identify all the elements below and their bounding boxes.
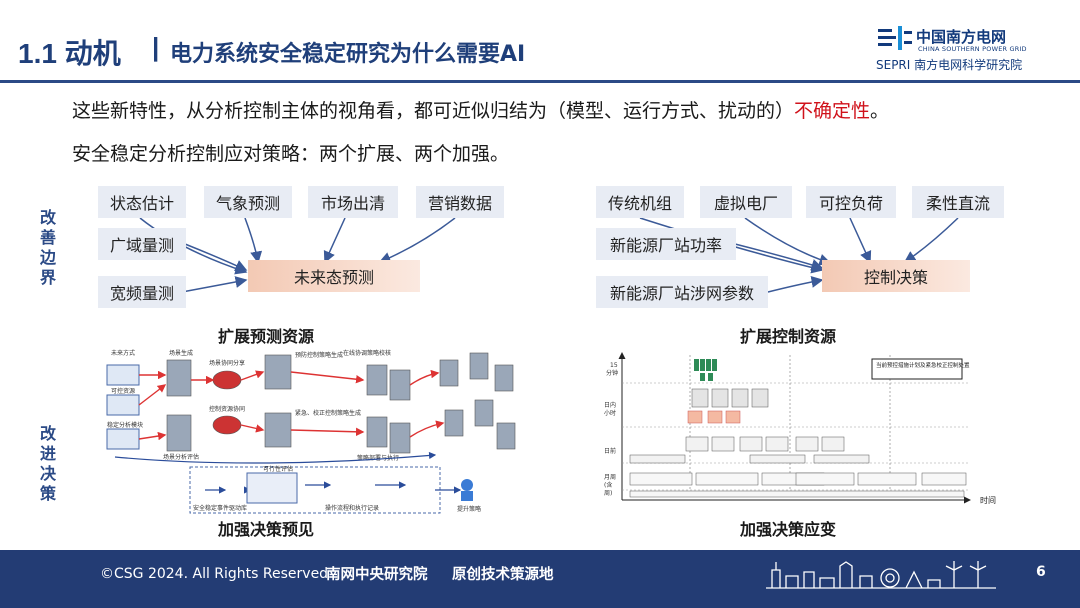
caption-extend-prediction: 扩展预测资源 <box>218 327 315 346</box>
ax-week3: 周) <box>604 490 612 497</box>
box-traditional-units: 传统机组 <box>596 186 684 218</box>
csg-logo-icon <box>878 26 912 50</box>
caption-enhance-response: 加强决策应变 <box>740 520 837 539</box>
dg-final: 提升策略 <box>457 505 481 513</box>
dg-control: 可控资源 <box>111 387 135 395</box>
intro-line-1-text: 这些新特性，从分析控制主体的视角看，都可近似归结为（模型、运行方式、扰动的） <box>72 100 795 122</box>
dg-eval: 可行性评估 <box>263 465 293 473</box>
box-weather-forecast: 气象预测 <box>204 186 292 218</box>
header-divider <box>0 80 1080 83</box>
intro-highlight: 不确定性 <box>794 100 871 122</box>
box-virtual-power-plant: 虚拟电厂 <box>700 186 792 218</box>
ax-15: 15 <box>610 362 618 369</box>
diagram-routers <box>212 370 242 435</box>
box-wide-area-measurement: 广域量测 <box>98 228 186 260</box>
box-future-state-prediction: 未来态预测 <box>248 260 420 292</box>
title-separator: | <box>152 32 160 62</box>
ax-daily: 日前 <box>604 447 616 455</box>
ax-min: 分钟 <box>606 369 618 377</box>
response-diagram: 15 分钟 日内 小时 日前 月周 (含 周) 时间 当前预控措施计划及紧急校正… <box>604 352 996 505</box>
caption-extend-control: 扩展控制资源 <box>740 327 837 346</box>
box-renewable-station-params: 新能源厂站涉网参数 <box>596 276 768 308</box>
logo-text-cn: 中国南方电网 <box>916 28 1007 46</box>
box-state-estimation: 状态估计 <box>98 186 186 218</box>
dg-pre-strategy: 预防控制策略生成 <box>295 351 343 359</box>
box-control-decision: 控制决策 <box>822 260 970 292</box>
dg-scene-eval: 场景分析评估 <box>163 453 199 461</box>
footer-org: 南网中央研究院 <box>326 567 428 583</box>
ax-week2: (含 <box>604 481 612 489</box>
box-marketing-data: 营销数据 <box>416 186 504 218</box>
ax-week: 月周 <box>604 474 616 481</box>
logo-text-en: CHINA SOUTHERN POWER GRID <box>918 45 1027 53</box>
left-arrows <box>139 217 456 293</box>
footer-copyright: ©CSG 2024. All Rights Reserved <box>100 566 329 582</box>
page-title: 电力系统安全稳定研究为什么需要AI <box>170 42 526 67</box>
dg-record: 操作流程和执行记录 <box>325 504 379 512</box>
dg-emergency: 紧急、校正控制策略生成 <box>295 409 361 417</box>
ax-day: 日内 <box>604 401 616 409</box>
dg-deploy: 稳定分析模块 <box>107 421 143 429</box>
dg-top-box: 当前预控措施计划及紧急校正控制处置 <box>876 361 970 369</box>
dg-weather: 未来方式 <box>111 349 135 357</box>
intro-line-1-end: 。 <box>870 100 890 122</box>
box-controllable-load: 可控负荷 <box>806 186 896 218</box>
page-title-number: 1.1 动机 <box>18 38 121 69</box>
intro-line-2: 安全稳定分析控制应对策略：两个扩展、两个加强。 <box>72 143 510 165</box>
footer-skyline-icon <box>766 561 996 589</box>
box-broadband-measurement: 宽频量测 <box>98 276 186 308</box>
foresight-diagram: 未来方式 可控资源 稳定分析模块 场景生成 场景协同分享 控制资源协同 场景分析… <box>106 349 516 514</box>
diagram-servers <box>166 352 516 454</box>
dg-deploy-check: 策略部署与执行 <box>357 454 399 462</box>
intro-line-1: 这些新特性，从分析控制主体的视角看，都可近似归结为（模型、运行方式、扰动的）不确… <box>72 96 889 123</box>
dg-flow: 安全稳定事件驱动库 <box>193 504 247 512</box>
dg-scene-share: 场景协同分享 <box>209 359 245 367</box>
diagram-inputs: 未来方式 可控资源 稳定分析模块 <box>106 349 143 450</box>
footer-slogan: 原创技术策源地 <box>452 567 554 583</box>
dg-online: 在线协调策略校核 <box>343 349 391 357</box>
box-market-clearing: 市场出清 <box>308 186 398 218</box>
dg-scene-gen: 场景生成 <box>169 349 193 357</box>
page-number: 6 <box>1036 564 1046 580</box>
ax-time: 时间 <box>980 495 996 505</box>
box-flexible-dc: 柔性直流 <box>912 186 1004 218</box>
logo-sepri: SEPRI 南方电网科学研究院 <box>876 58 1023 72</box>
label-improve-decision: 改进决策 <box>39 424 56 503</box>
dg-ctrl-coord: 控制资源协同 <box>209 405 245 413</box>
ax-hour: 小时 <box>604 409 616 417</box>
box-renewable-station-power: 新能源厂站功率 <box>596 228 736 260</box>
caption-enhance-foresight: 加强决策预见 <box>218 520 315 539</box>
label-improve-boundary: 改善边界 <box>39 208 56 287</box>
footer-bar <box>0 550 1080 608</box>
